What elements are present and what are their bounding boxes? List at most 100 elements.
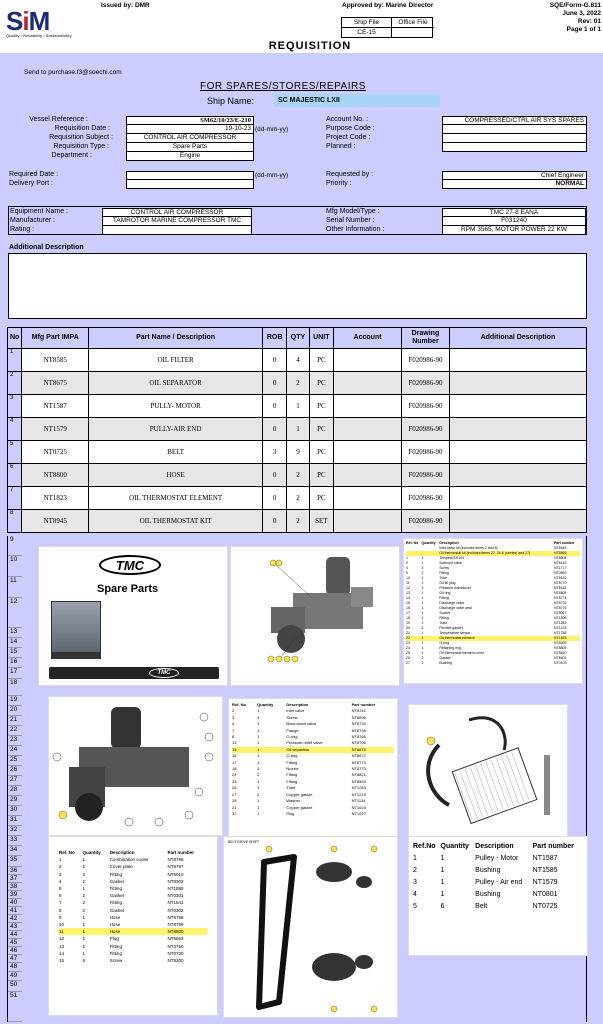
rob-cell[interactable]: 0 [261,348,288,372]
mfg-part-cell[interactable]: NT1579 [21,417,90,441]
mfg-part-cell[interactable]: NT1587 [21,394,90,418]
part-name-cell[interactable]: OIL SEPARATOR [88,371,263,395]
drawing-number-cell[interactable]: F020986-90 [401,348,450,372]
row-number-cell: 16 [8,658,22,668]
parts-list-ref: 18 [232,766,237,772]
parts-list-part: NT8773 [351,766,366,772]
mfg-part-cell[interactable]: NT0725 [21,440,90,464]
parts-list-part: NT1027 [351,810,366,816]
additional-description-cell[interactable] [448,394,588,418]
drawing-number-cell[interactable]: F020986-90 [401,417,450,441]
manufacturer-field[interactable]: TAMROTOR MARINE COMPRESSOR TMC [102,217,252,226]
drawing-number-cell[interactable]: F020986-90 [401,463,450,487]
delivery-port-field[interactable] [126,180,254,189]
account-cell[interactable] [333,394,403,418]
equipment-name-field[interactable]: CONTROL AIR COMPRESSOR [102,208,252,217]
ship-name[interactable]: SC MAJESTIC LXII [274,94,440,107]
rob-cell[interactable]: 0 [261,394,288,418]
unit-cell[interactable]: PC [308,394,335,418]
additional-description-cell[interactable] [448,463,588,487]
unit-cell[interactable]: PC [308,417,335,441]
mfg-part-cell[interactable]: NT8800 [21,463,90,487]
qty-cell[interactable]: 2 [286,509,310,533]
unit-cell[interactable]: PC [308,463,335,487]
qty-cell[interactable]: 2 [286,371,310,395]
qty-cell[interactable]: 9 [286,440,310,464]
additional-description-field[interactable] [8,253,587,319]
unit-cell[interactable]: PC [308,348,335,372]
part-name-cell[interactable]: BELT [88,440,263,464]
additional-description-cell[interactable] [448,417,588,441]
drawing-number-cell[interactable]: F020986-90 [401,371,450,395]
mfg-part-cell[interactable]: NT8945 [21,509,90,533]
ship-file-value[interactable]: CE-15 [342,28,392,38]
drawing-number-cell[interactable]: F020986-90 [401,486,450,510]
rob-cell[interactable]: 0 [261,417,288,441]
department-field[interactable]: Engine [126,152,254,161]
part-name-cell[interactable]: PULLY-AIR END [88,417,263,441]
account-cell[interactable] [333,486,403,510]
required-date-field[interactable] [126,171,254,180]
additional-description-cell[interactable] [448,348,588,372]
parts-list-qty: 1 [421,606,424,610]
rating-field[interactable] [102,226,252,235]
account-cell[interactable] [333,417,403,441]
rob-cell[interactable]: 0 [261,486,288,510]
rob-cell[interactable]: 0 [261,371,288,395]
unit-cell[interactable]: PC [308,371,335,395]
additional-description-cell[interactable] [448,440,588,464]
account-no-field[interactable]: COMPRESSED/CTRL AIR SYS SPARES [442,116,587,125]
other-info-field[interactable]: RPM 3565, MOTOR POWER 22 KW [442,226,586,235]
rob-cell[interactable]: 0 [261,463,288,487]
unit-cell[interactable]: PC [308,440,335,464]
requisition-type-field[interactable]: Spare Parts [126,143,254,152]
part-name-cell[interactable]: PULLY- MOTOR [88,394,263,418]
mfg-part-cell[interactable]: NT8585 [21,348,90,372]
qty-cell[interactable]: 4 [286,348,310,372]
account-cell[interactable] [333,463,403,487]
requested-by-field[interactable]: Chief Engineer [442,171,587,180]
priority-field[interactable]: NORMAL [442,180,587,189]
qty-cell[interactable]: 1 [286,394,310,418]
qty-cell[interactable]: 2 [286,463,310,487]
rob-cell[interactable]: 0 [261,509,288,533]
requisition-date-field[interactable]: 19-10-23 [126,125,254,134]
office-file-value[interactable] [392,28,434,38]
additional-description-cell[interactable] [448,371,588,395]
drawing-number-cell[interactable]: F020986-90 [401,509,450,533]
drawing-number-cell[interactable]: F020986-90 [401,440,450,464]
vessel-reference-field[interactable]: SM62/10/23/E-210 [126,116,254,125]
planned-field[interactable] [442,143,587,152]
mfg-model-field[interactable]: TMC 27-8 EANA [442,208,586,217]
account-cell[interactable] [333,509,403,533]
unit-cell[interactable]: SET [308,509,335,533]
project-code-field[interactable] [442,134,587,143]
drawing-number-cell[interactable]: F020986-90 [401,394,450,418]
rob-cell[interactable]: 3 [261,440,288,464]
part-name-cell[interactable]: OIL FILTER [88,348,263,372]
serial-number-field[interactable]: F031240 [442,217,586,226]
account-cell[interactable] [333,371,403,395]
additional-description-cell[interactable] [448,509,588,533]
mfg-part-cell[interactable]: NT1823 [21,486,90,510]
purpose-code-field[interactable] [442,125,587,134]
mfg-part-cell[interactable]: NT8675 [21,371,90,395]
additional-description-cell[interactable] [448,486,588,510]
qty-cell[interactable]: 2 [286,486,310,510]
account-cell[interactable] [333,440,403,464]
part-name-cell[interactable]: HOSE [88,463,263,487]
part-name-cell[interactable]: OIL THERMOSTAT ELEMENT [88,486,263,510]
part-name-cell[interactable]: OIL THERMOSTAT KIT [88,509,263,533]
requisition-subject-field[interactable]: CONTROL AIR COMPRESSOR [126,134,254,143]
qty-cell[interactable]: 1 [286,417,310,441]
account-cell[interactable] [333,348,403,372]
unit-cell[interactable]: PC [308,486,335,510]
